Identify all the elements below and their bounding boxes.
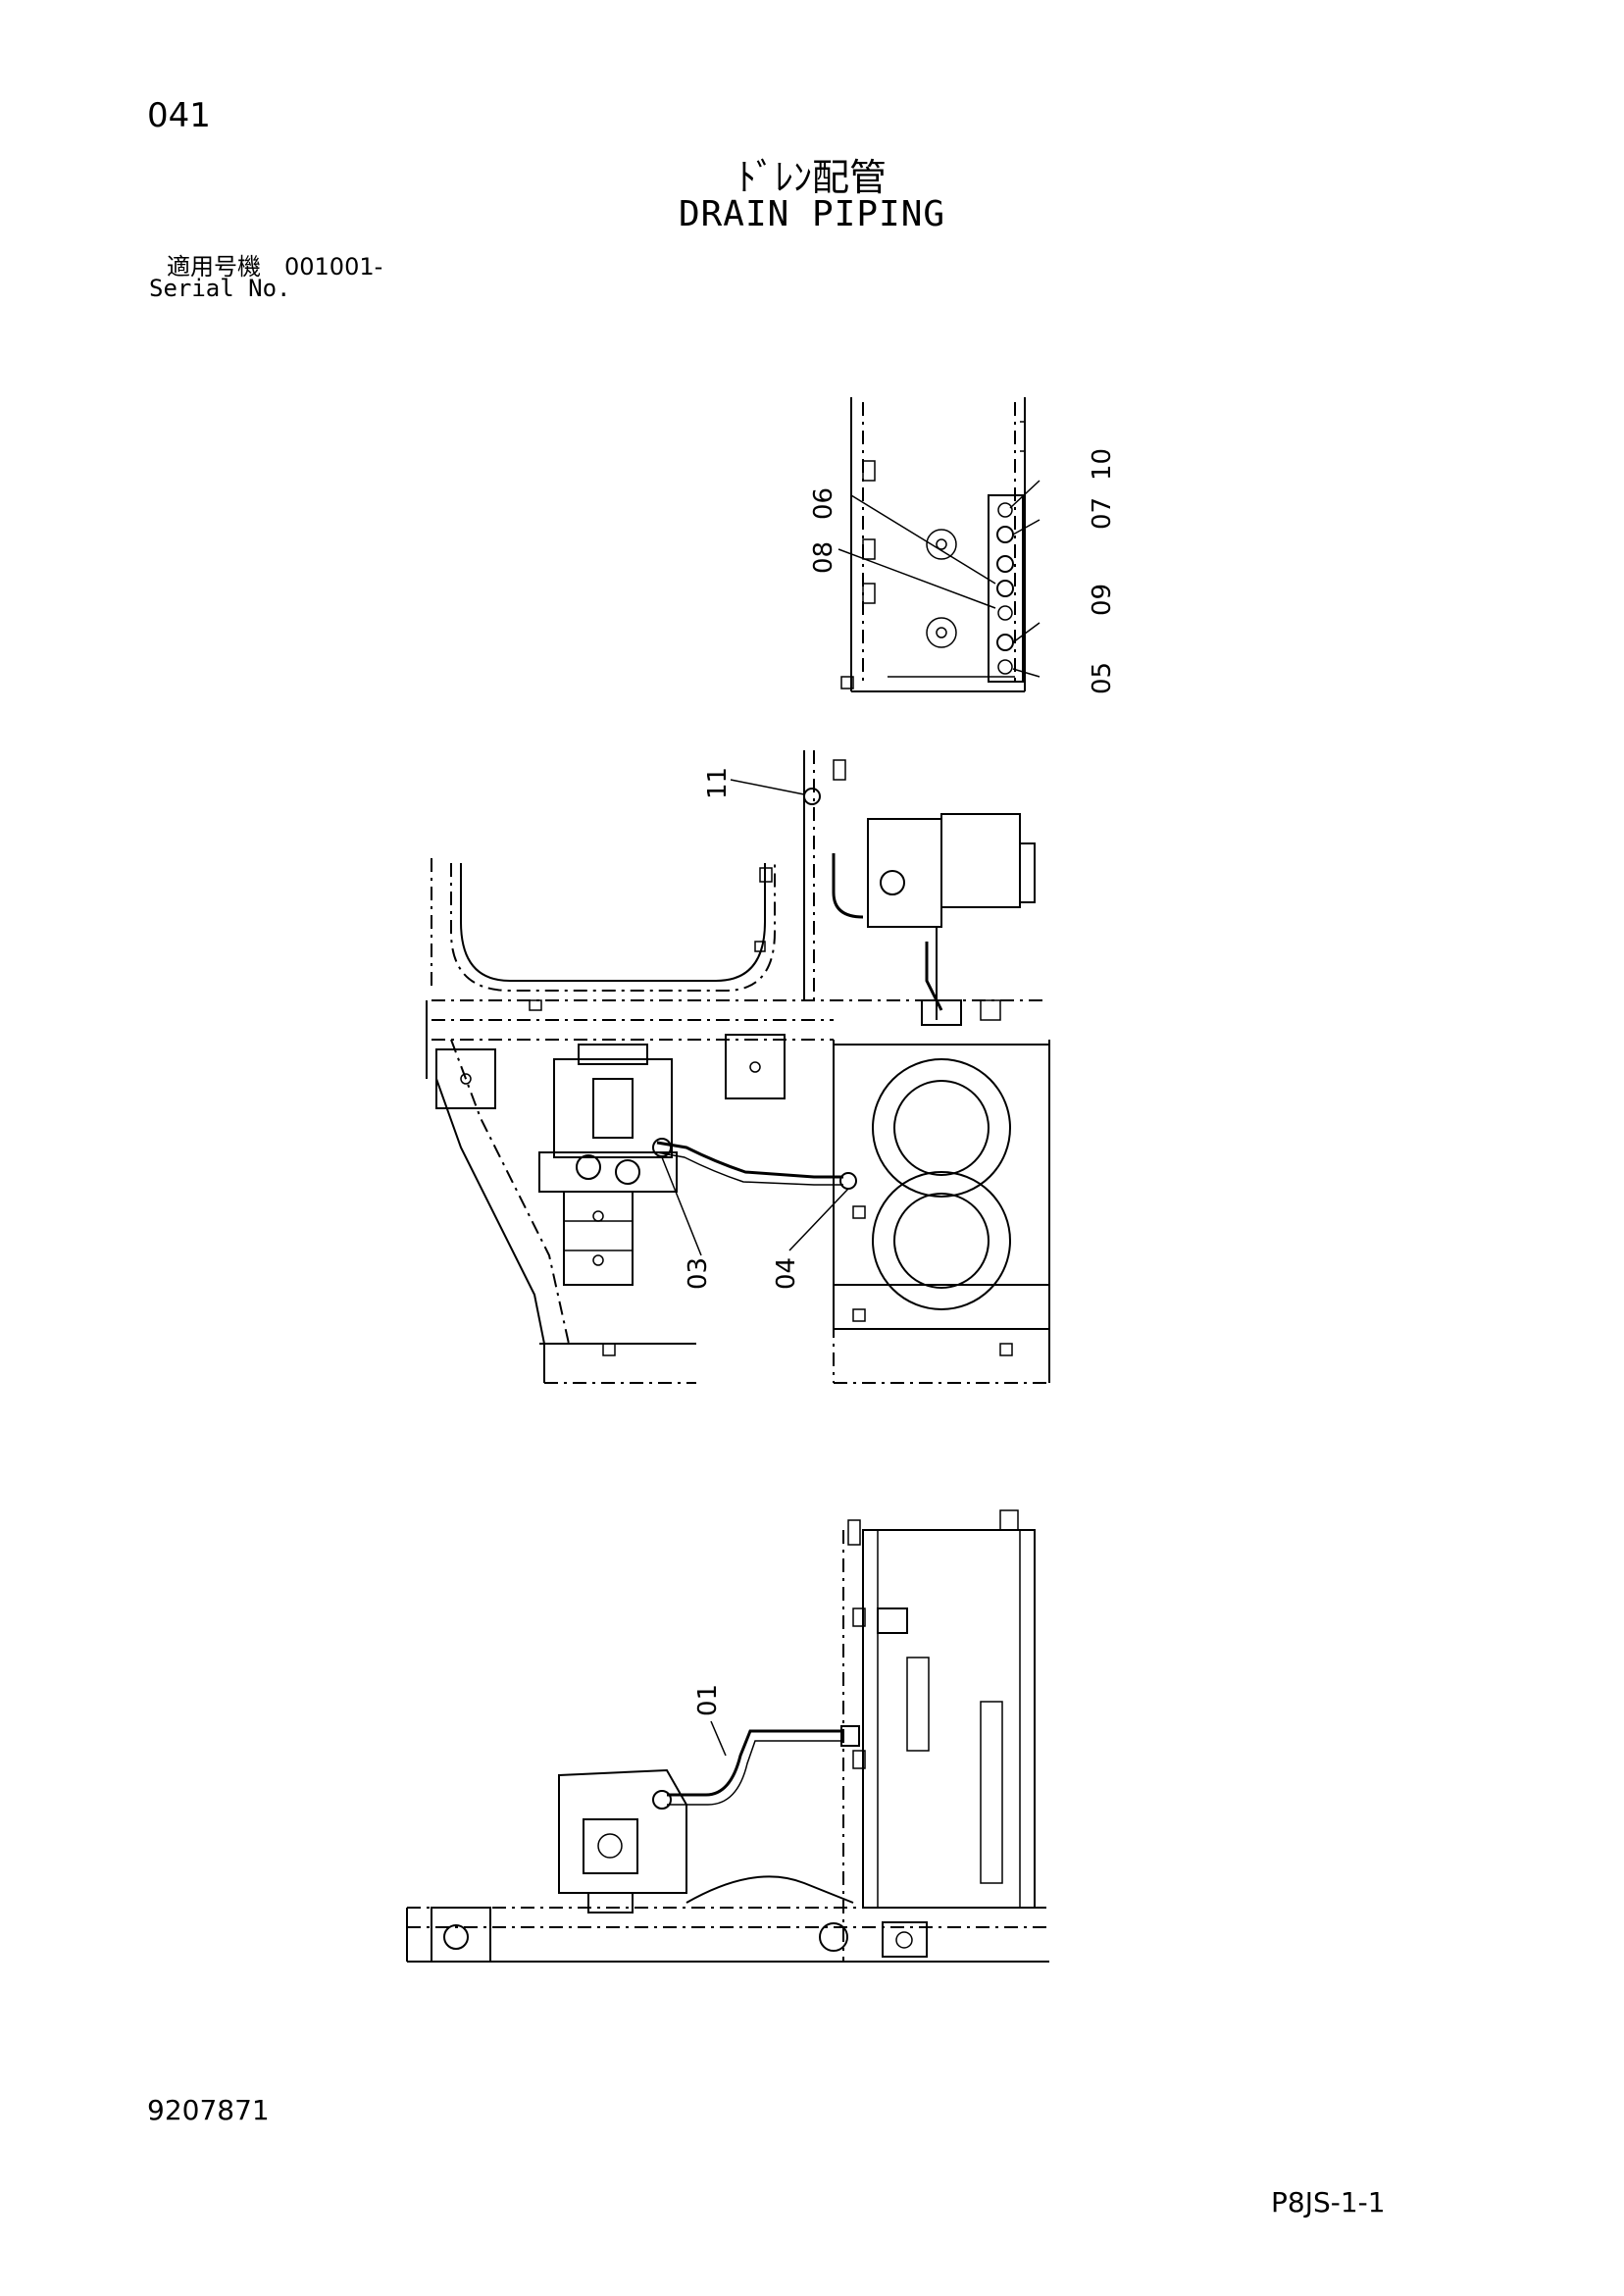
- callout-04: 04: [772, 1257, 801, 1290]
- callout-05: 05: [1088, 662, 1117, 694]
- callout-11: 11: [703, 767, 733, 799]
- callout-07: 07: [1088, 497, 1117, 530]
- callout-10: 10: [1088, 448, 1117, 481]
- upper-frame-plan-view: [426, 750, 1050, 1384]
- serial-applicability-label: 適用号機 001001-: [167, 253, 383, 281]
- callout-03: 03: [684, 1257, 713, 1290]
- sheet-id: P8JS-1-1: [1271, 2186, 1386, 2219]
- side-elevation-view: [406, 1509, 1049, 1963]
- page-number: 041: [147, 96, 211, 135]
- serial-number-label: Serial No.: [149, 275, 291, 302]
- page-title: DRAIN PIPING: [678, 194, 946, 234]
- manifold-detail-view: [837, 397, 1040, 692]
- drawing-number: 9207871: [147, 2094, 270, 2126]
- callout-01: 01: [693, 1684, 723, 1716]
- callout-09: 09: [1088, 584, 1117, 616]
- callout-06: 06: [809, 487, 838, 520]
- page-title-japanese: ﾄﾞﾚﾝ配管: [736, 156, 887, 199]
- callout-08: 08: [809, 541, 838, 574]
